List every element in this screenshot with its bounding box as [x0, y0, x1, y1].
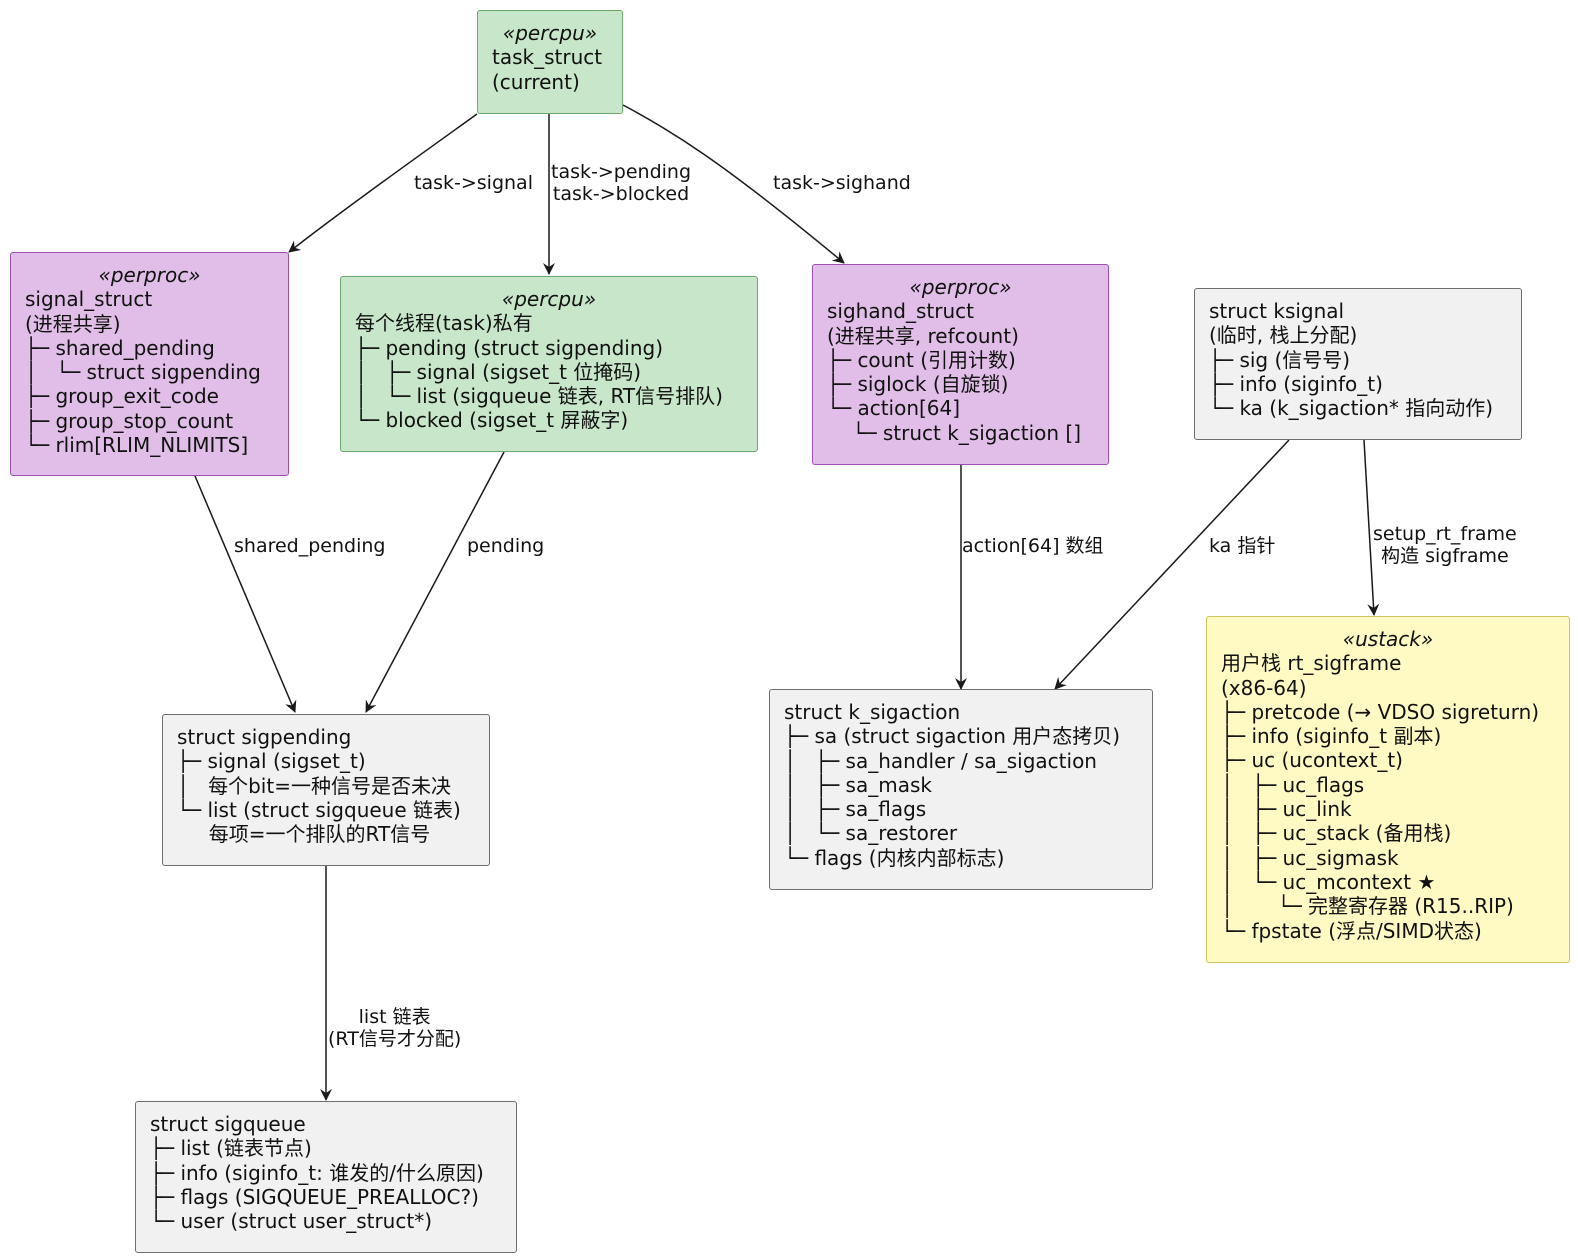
edge-ka: [1054, 439, 1290, 690]
node-field: │ └─ uc_mcontext ★: [1221, 869, 1436, 894]
node-field: ├─ shared_pending: [25, 335, 215, 360]
node-field: ├─ info (siginfo_t 副本): [1221, 724, 1442, 749]
node-field: │ └─ struct sigpending: [25, 360, 261, 385]
node-field: ├─ group_stop_count: [25, 408, 234, 433]
node-field: └─ flags (内核内部标志): [784, 845, 1005, 870]
node-field: ├─ signal (sigset_t): [177, 749, 366, 774]
node-field: └─ struct k_sigaction []: [827, 420, 1082, 445]
node-field: ├─ list (链表节点): [150, 1136, 312, 1161]
node-field: │ ├─ uc_link: [1221, 797, 1352, 822]
node-field: ├─ siglock (自旋锁): [827, 372, 1009, 397]
node-ksignal: struct ksignal(临时, 栈上分配)├─ sig (信号号)├─ i…: [1194, 288, 1522, 440]
node-field: └─ rlim[RLIM_NLIMITS]: [25, 433, 249, 458]
node-field: 每项=一个排队的RT信号: [177, 822, 431, 847]
node-rt-sigframe: «ustack»用户栈 rt_sigframe(x86-64)├─ pretco…: [1206, 616, 1570, 963]
node-field: ├─ pretcode (→ VDSO sigreturn): [1221, 699, 1540, 724]
node-field: (临时, 栈上分配): [1209, 323, 1358, 348]
label-pending: pending: [467, 535, 545, 557]
node-signal-struct: «perproc»signal_struct(进程共享)├─ shared_pe…: [10, 252, 289, 476]
node-field: │ ├─ sa_flags: [784, 797, 927, 822]
node-field: │ ├─ sa_mask: [784, 772, 932, 797]
label-task-signal: task->signal: [414, 172, 533, 194]
node-sigqueue: struct sigqueue├─ list (链表节点)├─ info (si…: [135, 1101, 517, 1253]
node-title: struct sigqueue: [150, 1112, 306, 1136]
stereotype-label: «percpu»: [502, 21, 598, 45]
node-field: │ ├─ signal (sigset_t 位掩码): [355, 359, 642, 384]
label-task-pending: task->pending task->blocked: [551, 161, 692, 205]
node-k-sigaction: struct k_sigaction├─ sa (struct sigactio…: [769, 689, 1153, 890]
node-sighand-struct: «perproc»sighand_struct(进程共享, refcount)├…: [812, 264, 1109, 465]
node-field: ├─ sa (struct sigaction 用户态拷贝): [784, 724, 1121, 749]
node-field: (进程共享, refcount): [827, 323, 1019, 348]
node-field: └─ fpstate (浮点/SIMD状态): [1221, 918, 1482, 943]
label-task-sighand: task->sighand: [773, 172, 911, 194]
node-field: │ ├─ uc_sigmask: [1221, 845, 1399, 870]
node-field: └─ user (struct user_struct*): [150, 1209, 433, 1234]
node-field: │ 每个bit=一种信号是否未决: [177, 773, 451, 798]
node-title: task_struct: [492, 45, 603, 70]
node-field: ├─ info (siginfo_t: 谁发的/什么原因): [150, 1160, 484, 1185]
node-field: └─ blocked (sigset_t 屏蔽字): [355, 408, 629, 433]
node-title: struct sigpending: [177, 725, 352, 749]
stereotype-label: «perproc»: [98, 263, 201, 287]
node-field: ├─ uc (ucontext_t): [1221, 748, 1403, 773]
node-field: (current): [492, 69, 580, 94]
node-field: │ └─ 完整寄存器 (R15..RIP): [1221, 894, 1514, 919]
node-field: ├─ pending (struct sigpending): [355, 335, 664, 360]
label-action: action[64] 数组: [962, 535, 1104, 557]
node-field: ├─ flags (SIGQUEUE_PREALLOC?): [150, 1184, 479, 1209]
node-task-struct: «percpu»task_struct(current): [477, 10, 623, 114]
label-setup: setup_rt_frame 构造 sigframe: [1373, 523, 1517, 567]
node-field: (x86-64): [1221, 675, 1307, 700]
node-title: 每个线程(task)私有: [355, 311, 533, 336]
node-field: └─ ka (k_sigaction* 指向动作): [1209, 396, 1494, 421]
node-field: └─ action[64]: [827, 396, 961, 421]
stereotype-label: «perproc»: [909, 275, 1012, 299]
node-field: │ ├─ uc_flags: [1221, 772, 1365, 797]
label-list: list 链表 (RT信号才分配): [328, 1006, 462, 1050]
edge-shared-pending: [194, 475, 297, 713]
label-ka: ka 指针: [1209, 535, 1276, 557]
node-field: ├─ info (siginfo_t): [1209, 371, 1383, 396]
edge-setup: [1363, 439, 1380, 616]
node-title: sighand_struct: [827, 299, 974, 324]
node-field: │ └─ sa_restorer: [784, 821, 958, 846]
node-title: struct ksignal: [1209, 299, 1345, 323]
node-field: └─ list (struct sigqueue 链表): [177, 797, 461, 822]
node-title: 用户栈 rt_sigframe: [1221, 651, 1402, 676]
stereotype-label: «ustack»: [1342, 627, 1434, 651]
node-field: ├─ sig (信号号): [1209, 347, 1351, 372]
node-field: │ └─ list (sigqueue 链表, RT信号排队): [355, 384, 723, 409]
node-field: ├─ group_exit_code: [25, 384, 219, 409]
edge-task-sighand: [622, 104, 845, 264]
node-field: ├─ count (引用计数): [827, 347, 1016, 372]
edge-pending: [365, 451, 505, 713]
node-task-private: «percpu»每个线程(task)私有├─ pending (struct s…: [340, 276, 758, 452]
node-field: (进程共享): [25, 311, 121, 336]
node-sigpending: struct sigpending├─ signal (sigset_t)│ 每…: [162, 714, 490, 866]
label-shared-pending: shared_pending: [234, 535, 386, 557]
edge-task-signal: [288, 113, 478, 253]
node-title: struct k_sigaction: [784, 700, 961, 724]
node-field: │ ├─ sa_handler / sa_sigaction: [784, 748, 1097, 773]
node-field: │ ├─ uc_stack (备用栈): [1221, 821, 1452, 846]
stereotype-label: «percpu»: [501, 287, 597, 311]
node-title: signal_struct: [25, 287, 153, 312]
